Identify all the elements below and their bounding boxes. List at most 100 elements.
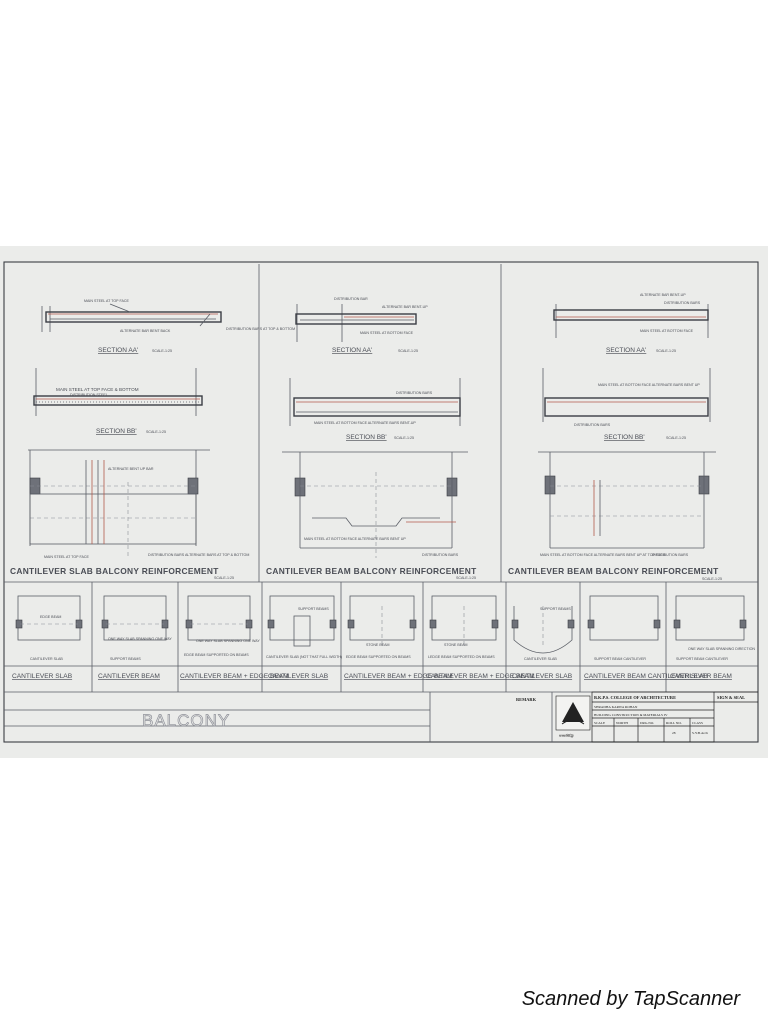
type-sub: CANTILEVER SLAB <box>30 657 63 661</box>
type-label: CANTILEVER BEAM + EDGE BEAM <box>426 673 535 680</box>
type-sub: CANTILEVER SLAB <box>524 657 557 661</box>
type-note: ONE WAY SLAB SPANNING ONE WAY <box>108 637 172 641</box>
title-band: BALCONY REMARK मनसःसिद्धिः B.K.P.S. COLL… <box>4 691 758 743</box>
panel-heading: CANTILEVER SLAB BALCONY REINFORCEMENT <box>10 566 219 576</box>
type-label: CANTILEVER BEAM <box>98 673 160 680</box>
type-note: STONE BEAM <box>444 643 468 647</box>
section-scale: SCALE-1:25 <box>666 436 686 440</box>
student-name: SHRADHA KARWA ROHAN <box>594 705 638 709</box>
type-label: CANTILEVER SLAB <box>12 673 73 680</box>
tb-value: 28 <box>672 731 676 735</box>
scanner-watermark: Scanned by TapScanner <box>521 988 740 1010</box>
sheet-title: BALCONY <box>142 711 230 730</box>
note: DISTRIBUTION BAR <box>334 297 368 301</box>
panel-1: MAIN STEEL AT TOP FACE ALTERNATE BAR BEN… <box>10 299 295 580</box>
note: DISTRIBUTION BARS <box>652 553 689 557</box>
type-sub: EDGE BEAM SUPPORTED ON BEAMS <box>184 653 249 657</box>
note: DISTRIBUTION STEEL <box>70 393 108 397</box>
remark-label: REMARK <box>516 697 537 702</box>
section-scale: SCALE-1:25 <box>152 349 172 353</box>
type-note: SUPPORT BEAMS <box>540 607 571 611</box>
note: ALTERNATE BAR BENT-UP <box>640 293 686 297</box>
slab-section <box>45 311 222 323</box>
type-diagram <box>267 595 337 647</box>
section-title: SECTION BB' <box>604 434 645 441</box>
note: ALTERNATE BAR BENT-UP <box>382 305 428 309</box>
section-title: SECTION AA' <box>332 347 372 354</box>
type-sub: SUPPORT BEAM CANTILEVER <box>594 657 646 661</box>
type-note: SUPPORT BEAMS <box>298 607 329 611</box>
section-scale: SCALE-1:25 <box>394 436 414 440</box>
drawing-svg: MAIN STEEL AT TOP FACE ALTERNATE BAR BEN… <box>3 261 759 743</box>
college-name: B.K.P.S. COLLEGE OF ARCHITECTURE <box>594 695 676 700</box>
sheet-border <box>3 261 759 743</box>
section-title: SECTION BB' <box>346 434 387 441</box>
slab-section <box>553 309 709 321</box>
tb-header: ROLL NO. <box>666 721 682 725</box>
type-label: CANTILEVER SLAB <box>512 673 573 680</box>
types-strip: CANTILEVER SLAB EDGE BEAM SUPPORT BEAMS … <box>4 582 758 692</box>
type-sub: LEDGE BEAM SUPPORTED ON BEAMS <box>428 655 495 659</box>
type-note: EDGE BEAM <box>40 615 61 619</box>
type-sub: CANTILEVER SLAB (NOT THAT FULL WIDTH) <box>266 655 342 659</box>
slab-section <box>33 395 203 406</box>
slab-section <box>295 313 417 325</box>
note: MAIN STEEL AT BOTTOM FACE ALTERNATE BARS… <box>540 553 666 557</box>
panel-2: DISTRIBUTION BAR ALTERNATE BAR BENT-UP M… <box>266 297 477 580</box>
panel-scale: SCALE-1:25 <box>214 576 234 580</box>
panel-3: ALTERNATE BAR BENT-UP DISTRIBUTION BARS … <box>508 293 722 581</box>
note: MAIN STEEL AT TOP FACE <box>44 555 89 559</box>
section-scale: SCALE-1:25 <box>656 349 676 353</box>
type-diagram <box>185 595 253 641</box>
tb-header: SCALE <box>594 721 605 725</box>
type-note: ONE WAY SLAB SPANNING ONE WAY <box>196 639 260 643</box>
note: MAIN STEEL AT TOP FACE & BOTTOM <box>56 387 139 392</box>
type-sub: EDGE BEAM SUPPORTED ON BEAMS <box>346 655 411 659</box>
note: MAIN STEEL AT BOTTOM FACE ALTERNATE BARS… <box>314 421 416 425</box>
note: MAIN STEEL AT BOTTOM FACE ALTERNATE BARS… <box>304 537 406 541</box>
drawing-sheet: MAIN STEEL AT TOP FACE ALTERNATE BAR BEN… <box>0 246 768 758</box>
type-label: CANTILEVER BEAM + EDGE BEAM <box>344 673 453 680</box>
type-label: CANTILEVER BEAM + EDGE BEAM <box>180 673 289 680</box>
sign-seal: SIGN & SEAL <box>717 695 745 700</box>
tb-value: S.Y.B.Arch <box>692 731 708 735</box>
note: MAIN STEEL AT BOTTOM FACE <box>360 331 414 335</box>
section-title: SECTION AA' <box>98 347 138 354</box>
beam-section <box>293 397 461 417</box>
type-diagram <box>15 595 83 641</box>
type-diagram <box>347 595 417 646</box>
subject: BUILDING CONSTRUCTION & MATERIALS IV <box>594 713 668 717</box>
tb-header: DRG.NO. <box>640 721 654 725</box>
note: ALTERNATE BAR BENT BACK <box>120 329 171 333</box>
note: DISTRIBUTION BARS <box>422 553 459 557</box>
note: MAIN STEEL AT BOTTOM FACE <box>640 329 694 333</box>
note: DISTRIBUTION BARS <box>396 391 433 395</box>
note: DISTRIBUTION BARS <box>664 301 701 305</box>
type-label: CANTILEVER BEAM CANTILEVER SLAB <box>584 673 708 680</box>
section-title: SECTION AA' <box>606 347 646 354</box>
panel-heading: CANTILEVER BEAM BALCONY REINFORCEMENT <box>508 566 719 576</box>
logo-caption: मनसःसिद्धिः <box>559 733 574 738</box>
note: DISTRIBUTION BARS AT TOP & BOTTOM <box>226 327 295 331</box>
type-diagram <box>511 606 575 654</box>
type-diagram <box>101 595 169 641</box>
panel-scale: SCALE-1:25 <box>456 576 476 580</box>
type-sub: SUPPORT BEAMS <box>110 657 141 661</box>
type-label: CANTILEVER SLAB <box>268 673 329 680</box>
section-scale: SCALE-1:25 <box>398 349 418 353</box>
type-label: CANTILEVER BEAM <box>670 673 732 680</box>
note: ALTERNATE BENT UP BAR <box>108 467 154 471</box>
note: MAIN STEEL AT BOTTOM FACE ALTERNATE BARS… <box>598 383 700 387</box>
type-diagram <box>587 595 661 641</box>
type-note: ONE WAY SLAB SPANNING DIRECTION <box>688 647 755 651</box>
type-note: STONE BEAM <box>366 643 390 647</box>
note: MAIN STEEL AT TOP FACE <box>84 299 129 303</box>
tb-header: NORTH <box>616 721 628 725</box>
note: DISTRIBUTION BARS <box>574 423 611 427</box>
section-scale: SCALE-1:25 <box>146 430 166 434</box>
note: DISTRIBUTION BARS ALTERNATE BARS AT TOP … <box>148 553 249 557</box>
type-diagram <box>673 595 747 641</box>
tb-header: CLASS <box>692 721 703 725</box>
college-logo-icon <box>555 695 591 731</box>
panel-scale: SCALE-1:25 <box>702 577 722 581</box>
